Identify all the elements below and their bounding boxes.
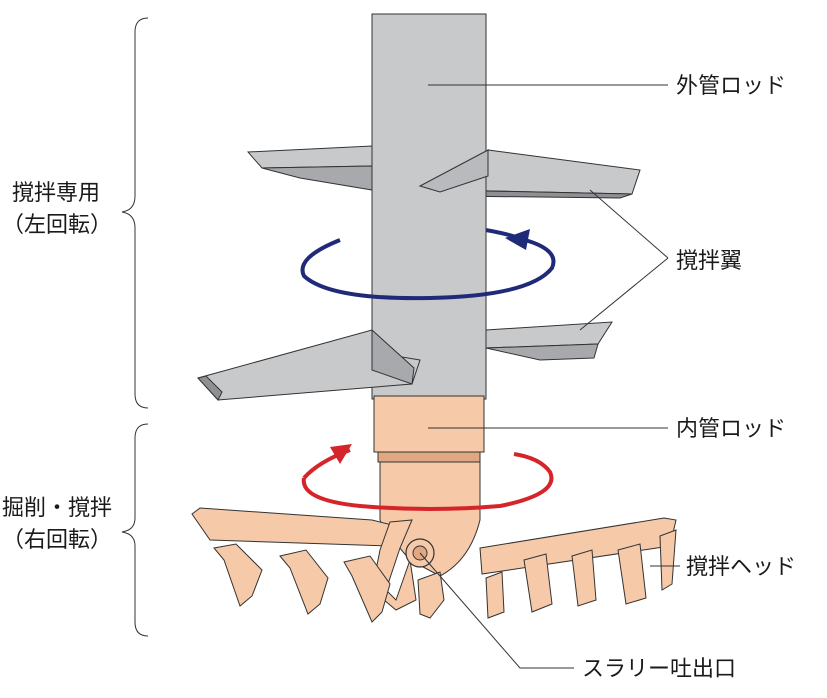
outer-rod [371,13,487,400]
stirring-wing-label: 撹拌翼 [676,249,742,274]
stirring-head-label: 撹拌ヘッド [686,555,796,580]
stirring-head [191,507,677,623]
lower-brace [121,423,149,637]
lower-mode-label-line2: （右回転） [2,528,112,553]
upper-mode-label-line1: 撹拌専用 [12,181,100,206]
left-rotation-arrow [300,238,556,301]
lower-mode-label-line1: 掘削・撹拌 [2,496,112,521]
lower-stirring-wing [197,321,613,401]
inner-rod [373,395,485,577]
outer-rod-label: 外管ロッド [676,74,786,99]
upper-wing-front [418,149,489,193]
right-rotation-arrowhead [330,444,352,464]
left-rotation-arrowhead [505,229,530,250]
slurry-outlet-label: スラリー吐出口 [582,657,736,682]
leader-wing-lower [579,257,669,331]
upper-mode-label-line2: （左回転） [2,213,112,238]
right-rotation-arrow [301,452,554,511]
leader-slurry-outlet [419,552,574,669]
inner-rod-label: 内管ロッド [676,417,786,442]
leader-wing-upper [589,189,669,259]
upper-brace [121,17,149,409]
